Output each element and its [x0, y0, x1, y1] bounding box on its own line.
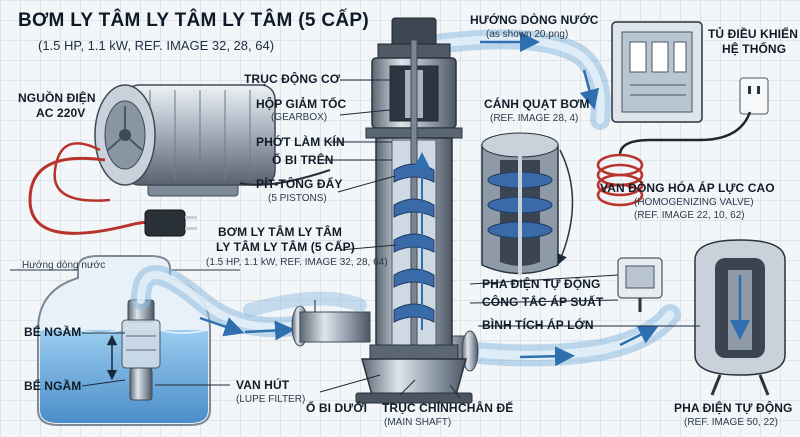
label-pistons-sub: (5 PISTONS): [268, 193, 327, 204]
leader-lines: [81, 79, 700, 399]
homogenizing-coil: [596, 153, 644, 207]
label-impeller-sub: (REF. IMAGE 28, 4): [490, 113, 579, 124]
label-homogenizing-valve: VAN ĐỒNG HÓA ÁP LỰC CAO: [600, 181, 775, 195]
impeller-cutaway: [481, 132, 574, 275]
delivery-hose-top: [420, 29, 611, 130]
label-drive-shaft: TRỤC ĐỘNG CƠ: [244, 72, 341, 86]
label-control-cabinet-2: HỆ THỐNG: [722, 42, 787, 56]
label-pistons: PÍT-TÔNG ĐẨY: [256, 177, 343, 191]
label-pump-name-2: LY TÂM LY TÂM (5 CẤP): [216, 240, 355, 254]
label-flow-direction-left: Hướng dòng nước: [22, 260, 106, 271]
label-suction-valve: VAN HÚT: [236, 378, 290, 392]
pressure-tank: [694, 239, 786, 396]
power-cable: [28, 142, 331, 237]
label-power-voltage: AC 220V: [36, 106, 86, 120]
diagram-subtitle: (1.5 HP, 1.1 kW, REF. IMAGE 32, 28, 64): [38, 38, 275, 53]
suction-filter: [106, 299, 161, 401]
label-pump-name-sub: (1.5 HP, 1.1 kW, REF. IMAGE 32, 28, 64): [206, 257, 388, 268]
label-gearbox: HỘP GIẢM TỐC: [256, 97, 347, 111]
label-main-shaft: TRỤC CHÍNH: [382, 401, 458, 415]
label-flow-direction-top-sub: (as shown 20.png): [486, 29, 569, 40]
label-seal: PHỚT LÀM KÍN: [256, 135, 345, 149]
electric-motor: [94, 84, 276, 197]
label-pump-name-1: BƠM LY TÂM LY TÂM: [218, 225, 342, 239]
pump-column: [355, 17, 473, 404]
label-pressure-tank: BÌNH TÍCH ÁP LỚN: [482, 318, 594, 332]
label-auto-phase: PHA ĐIỆN TỰ ĐỘNG: [482, 277, 601, 291]
label-pressure-switch: CÔNG TẮC ÁP SUẤT: [482, 295, 604, 309]
label-auto-phase-bottom-ref: (REF. IMAGE 50, 22): [684, 417, 778, 428]
label-tank-2: BỂ NGẦM: [24, 379, 82, 393]
label-control-cabinet: TỦ ĐIỀU KHIỂN: [708, 27, 798, 41]
label-flow-direction-top: HƯỚNG DÒNG NƯỚC: [470, 13, 599, 27]
label-upper-bearing: Ổ BI TRÊN: [272, 153, 334, 167]
pump-stages: [393, 152, 435, 330]
control-cabinet: [611, 21, 769, 156]
label-lower-bearing: Ổ BI DƯỚI: [306, 401, 368, 415]
pressure-switch: [617, 257, 663, 312]
label-auto-phase-bottom: PHA ĐIỆN TỰ ĐỘNG: [674, 401, 793, 415]
suction-hose: [131, 265, 370, 341]
label-gearbox-sub: (GEARBOX): [271, 112, 328, 123]
outlet-hose: [243, 291, 681, 367]
label-main-shaft-sub: (MAIN SHAFT): [384, 417, 452, 428]
label-power-source: NGUỒN ĐIỆN: [18, 91, 96, 105]
label-homogenizing-valve-sub: (HOMOGENIZING VALVE): [634, 197, 754, 208]
diagram-title: BƠM LY TÂM LY TÂM LY TÂM (5 CẤP): [18, 10, 369, 31]
label-tank-1: BỂ NGẦM: [24, 325, 82, 339]
label-suction-valve-sub: (LUPE FILTER): [236, 394, 306, 405]
label-base: CHÂN ĐẾ: [458, 401, 514, 415]
label-impeller: CÁNH QUẠT BƠM: [484, 97, 590, 111]
label-homogenizing-valve-ref: (REF. IMAGE 22, 10, 62): [634, 210, 745, 221]
inlet-flange: [291, 305, 371, 347]
